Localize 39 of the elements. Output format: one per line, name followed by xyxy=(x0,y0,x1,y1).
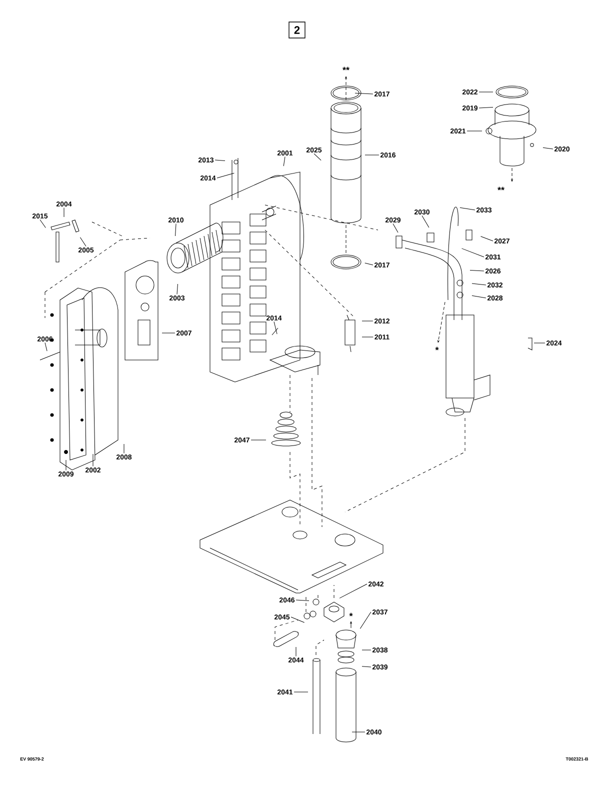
leader-line xyxy=(480,236,494,242)
leader-line xyxy=(339,584,368,598)
leader-line xyxy=(162,332,176,334)
leader-line xyxy=(175,223,176,236)
leader-line xyxy=(274,321,278,334)
asterisk-mark: * xyxy=(349,612,353,616)
leader-line xyxy=(364,154,380,156)
leader-line xyxy=(362,320,374,322)
asterisk-mark: ** xyxy=(498,186,504,190)
leader-line xyxy=(461,248,484,258)
leader-line xyxy=(478,106,494,108)
leader-line xyxy=(216,172,234,178)
leader-line xyxy=(283,156,286,166)
leader-line xyxy=(470,270,484,272)
leader-line xyxy=(362,336,374,338)
leader-line xyxy=(354,92,374,94)
leader-line xyxy=(534,342,546,344)
leader-line xyxy=(290,616,305,623)
leader-line xyxy=(40,219,46,228)
leader-line xyxy=(80,237,86,247)
leader-line xyxy=(176,284,178,295)
leader-line xyxy=(542,147,554,150)
leader-line xyxy=(44,342,48,352)
leader-line xyxy=(460,207,476,210)
leader-line xyxy=(422,215,430,228)
asterisk-mark: * xyxy=(435,346,439,350)
leader-line xyxy=(314,153,322,161)
leader-line xyxy=(92,454,94,467)
leader-line xyxy=(472,295,486,298)
leader-line xyxy=(466,130,482,132)
leader-line xyxy=(472,283,486,286)
leader-line xyxy=(364,262,374,266)
leader-line xyxy=(214,160,226,161)
leader-line xyxy=(360,612,372,629)
leader-line xyxy=(362,666,372,668)
figure-number: 2 xyxy=(288,22,306,38)
leader-line xyxy=(392,223,398,233)
asterisk-mark: ** xyxy=(342,66,350,70)
leader-line xyxy=(296,600,310,602)
